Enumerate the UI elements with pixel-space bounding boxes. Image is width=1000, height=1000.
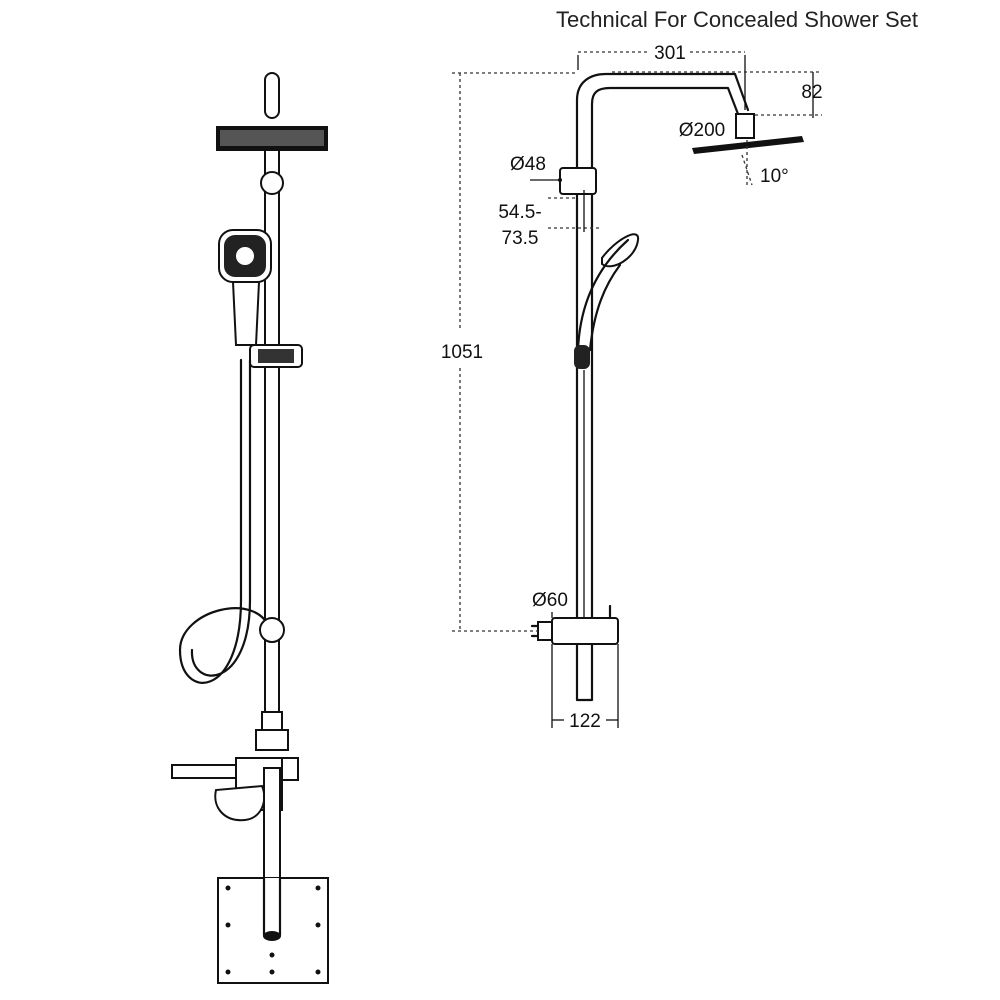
dim-valve-projection-label: 122 — [569, 711, 601, 732]
front-lower-joint — [259, 617, 285, 643]
diverter-lever — [171, 764, 237, 779]
valve-top-nut — [261, 711, 283, 731]
side-hand-shower-handle-back — [588, 263, 622, 352]
valve-body-top — [255, 729, 289, 751]
dim-tilt-label: 10° — [760, 166, 789, 187]
dim-82-label: 82 — [801, 82, 822, 103]
side-upper-bracket — [559, 167, 597, 195]
side-hand-shower-handle-front — [576, 238, 630, 352]
front-pipe-cap — [264, 72, 280, 119]
front-view — [171, 72, 329, 984]
dim-bracket-offset-top-label: 54.5- — [498, 202, 541, 223]
dim-head-diameter-label: Ø200 — [679, 120, 725, 141]
front-hose — [178, 358, 272, 684]
mixer-handle — [214, 784, 266, 822]
hand-shower-handle — [231, 281, 261, 346]
drawing-title: Technical For Concealed Shower Set — [556, 7, 918, 32]
wall-plate-pipe-outlet — [263, 931, 281, 941]
side-slider — [574, 345, 590, 369]
side-lower-pipe — [575, 642, 594, 702]
front-hose-inner — [190, 358, 252, 677]
hand-shower-center — [236, 247, 254, 265]
dim-valve-diameter-label: Ø60 — [532, 590, 568, 611]
front-lower-pipe-overlap — [264, 878, 280, 938]
side-riser-inner — [590, 86, 740, 632]
slider-bracket-inner — [258, 349, 294, 363]
side-valve-body — [551, 617, 619, 645]
dim-301-label: 301 — [654, 43, 686, 64]
rain-shower-head-face — [220, 130, 324, 146]
dim-bracket-diameter-label: Ø48 — [510, 154, 546, 175]
dim-bracket-offset-bottom-label: 73.5 — [502, 228, 539, 249]
side-rain-head — [692, 136, 804, 154]
side-wall-fitting — [537, 621, 553, 641]
front-upper-joint — [260, 171, 284, 195]
side-head-connector — [735, 113, 755, 139]
valve-side-knob — [281, 757, 299, 781]
side-view: 301 82 Ø200 10° Ø48 54.5- 73.5 1051 Ø60 — [441, 43, 823, 732]
dim-1051-label: 1051 — [441, 342, 483, 363]
side-riser-outer — [575, 72, 750, 632]
